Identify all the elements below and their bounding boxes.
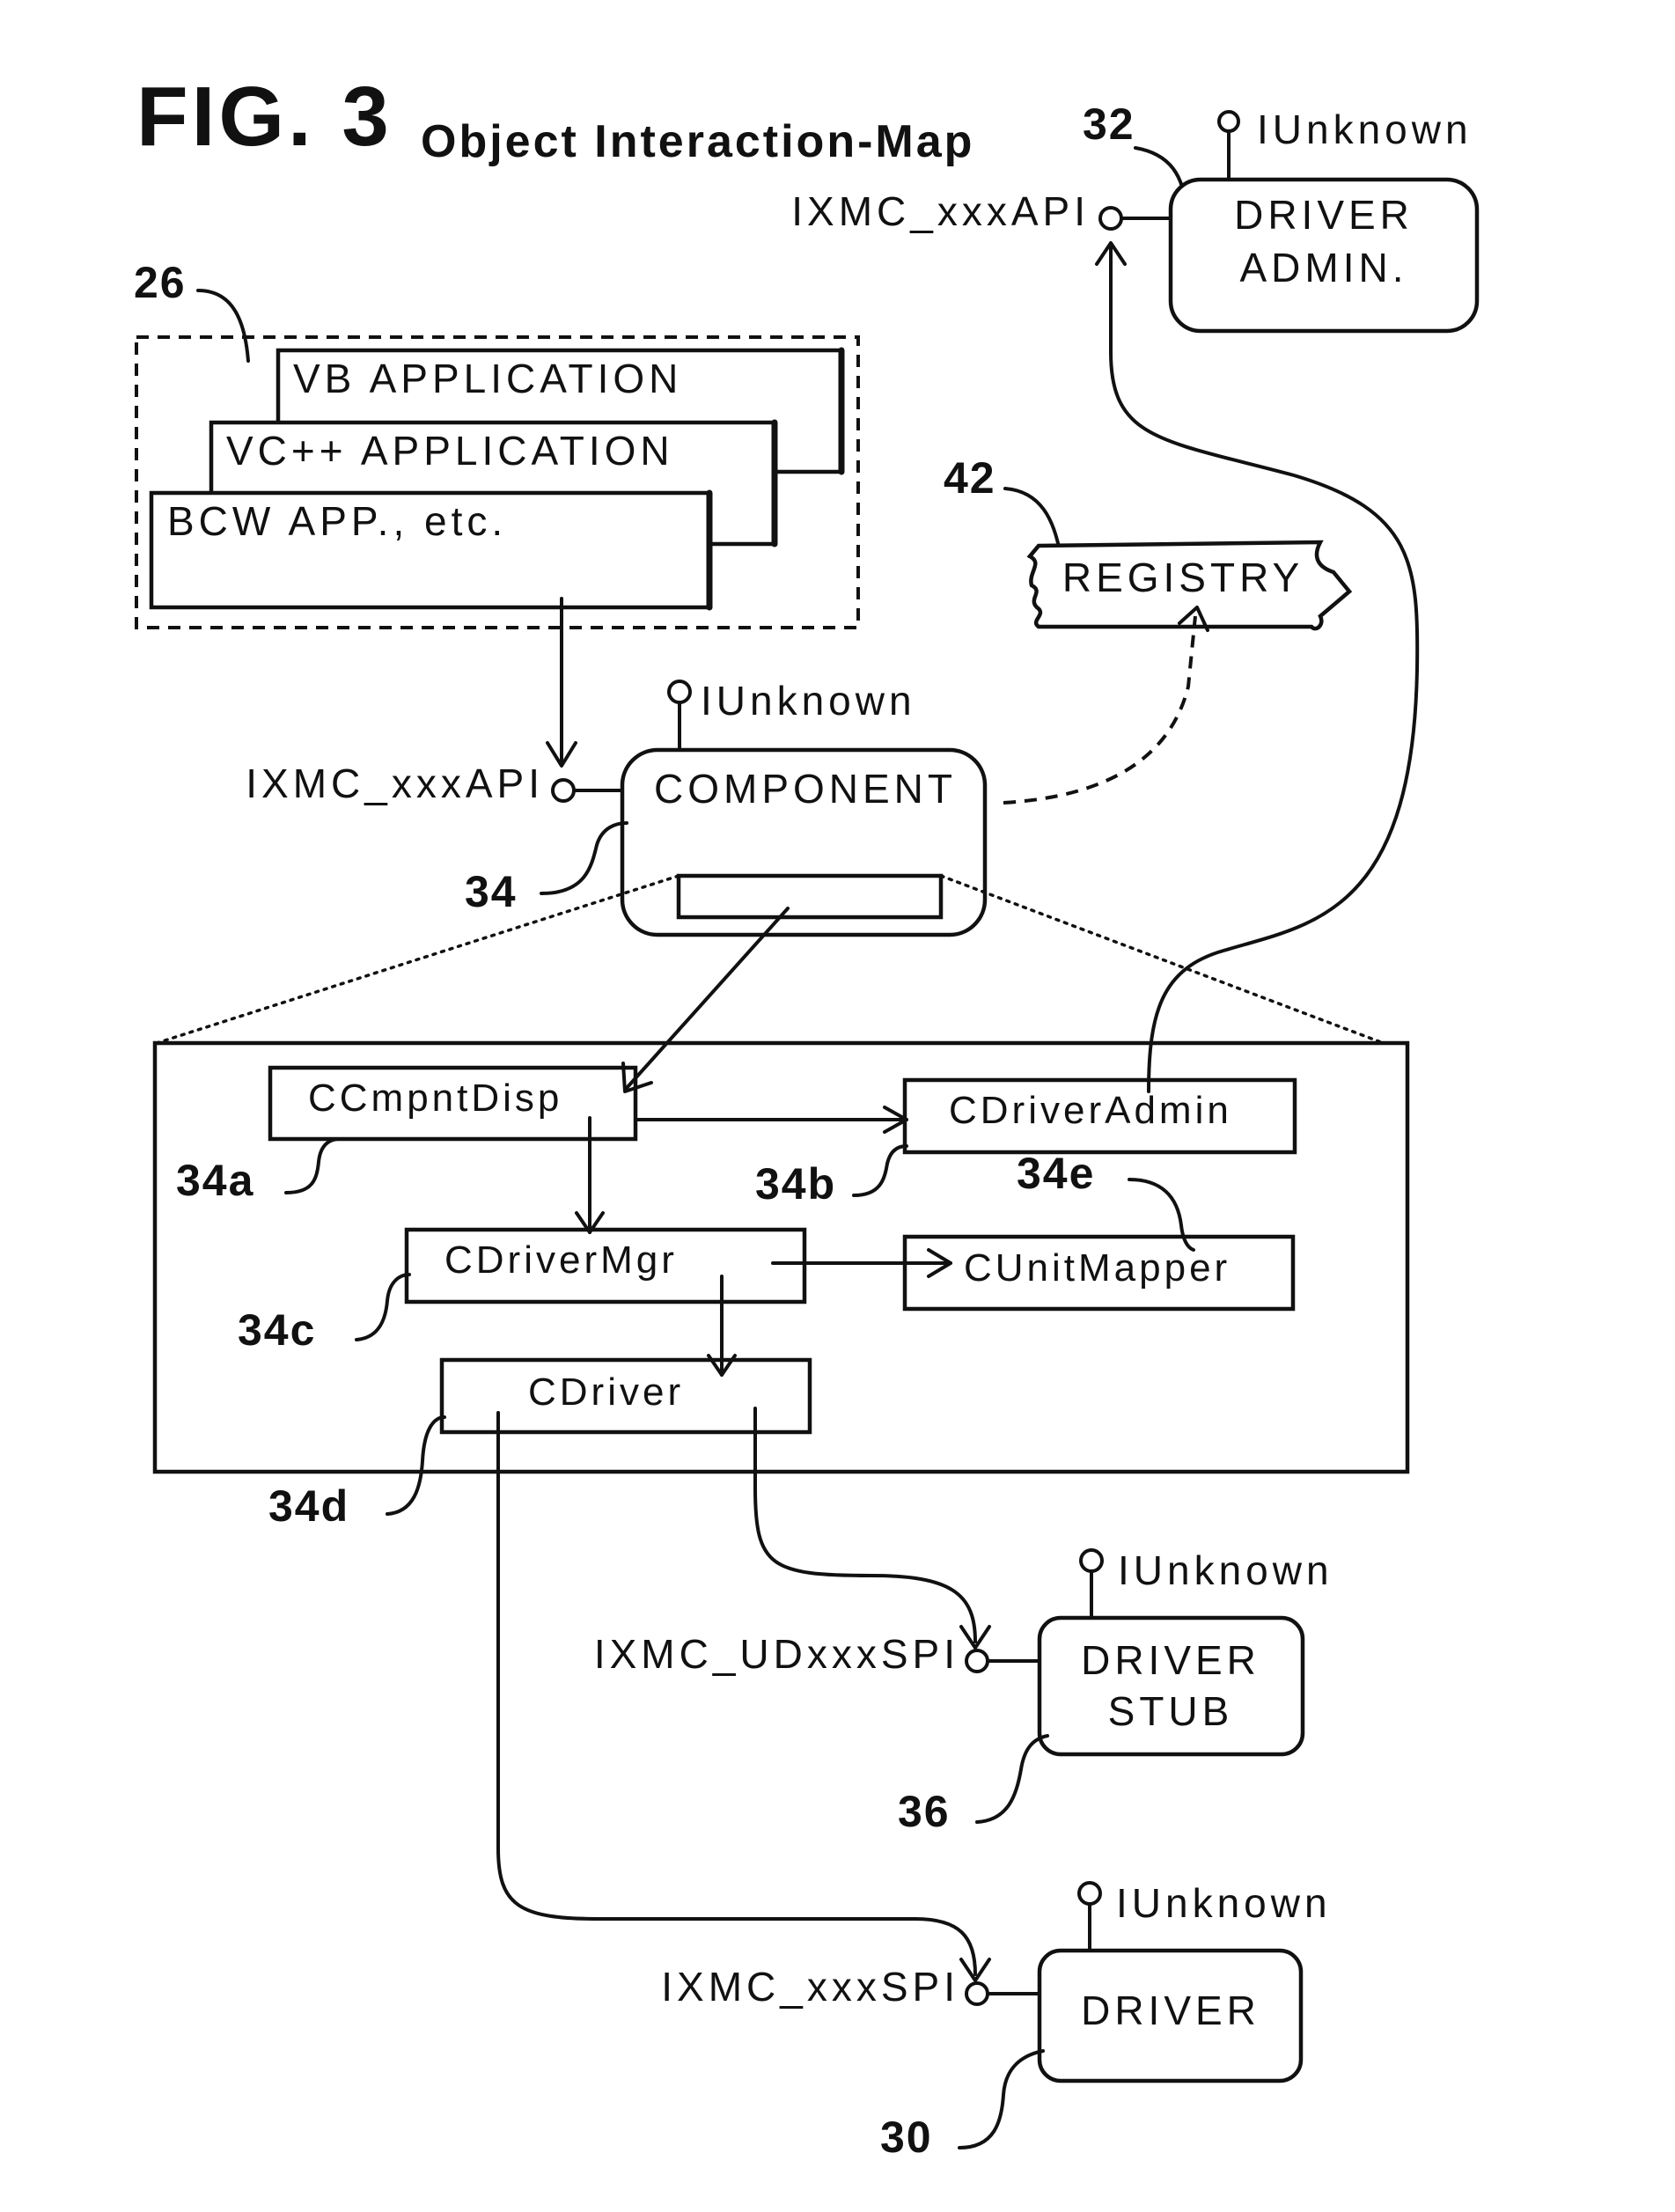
ref-26: 26 bbox=[134, 258, 187, 307]
class-cunitmapper-label: CUnitMapper bbox=[964, 1246, 1231, 1290]
driver-admin-iunknown-icon bbox=[1219, 112, 1238, 131]
app-bcw-label: BCW APP., etc. bbox=[167, 498, 507, 544]
ref-34b: 34b bbox=[755, 1159, 836, 1209]
ref-42: 42 bbox=[944, 453, 996, 503]
driver-stub-spi-icon bbox=[966, 1650, 988, 1672]
class-ccmpntdisp-label: CCmpntDisp bbox=[308, 1077, 562, 1120]
driver-admin-label-2: ADMIN. bbox=[1240, 245, 1408, 290]
app-vb-label: VB APPLICATION bbox=[293, 356, 682, 401]
ref-34: 34 bbox=[465, 867, 518, 916]
ref-34d: 34d bbox=[268, 1481, 349, 1531]
component-iunknown-label: IUnknown bbox=[701, 678, 916, 724]
component-label: COMPONENT bbox=[654, 766, 957, 812]
driver-stub-iunknown-icon bbox=[1081, 1550, 1102, 1571]
figure-number: FIG. 3 bbox=[136, 70, 393, 164]
driver-stub-label-2: STUB bbox=[1108, 1688, 1234, 1734]
driver-stub-spi-label: IXMC_UDxxxSPI bbox=[594, 1631, 959, 1677]
component-iunknown-icon bbox=[669, 681, 690, 702]
driver-spi-icon bbox=[966, 1983, 988, 2004]
ref-34c: 34c bbox=[238, 1305, 316, 1355]
leader-34 bbox=[541, 823, 627, 893]
app-vcpp-label: VC++ APPLICATION bbox=[226, 428, 674, 474]
driver-admin-api-label: IXMC_xxxAPI bbox=[791, 188, 1090, 234]
driver-admin-label-1: DRIVER bbox=[1234, 192, 1414, 238]
driver-iunknown-label: IUnknown bbox=[1116, 1880, 1332, 1926]
driver-admin-iunknown-label: IUnknown bbox=[1257, 107, 1473, 152]
driver-spi-label: IXMC_xxxSPI bbox=[661, 1964, 959, 2010]
expansion-line-left bbox=[157, 876, 679, 1043]
figure-title: Object Interaction-Map bbox=[421, 116, 974, 167]
ref-30: 30 bbox=[880, 2113, 933, 2162]
ref-34e: 34e bbox=[1017, 1149, 1095, 1198]
ref-34a: 34a bbox=[176, 1156, 254, 1205]
driver-stub-label-1: DRIVER bbox=[1081, 1637, 1260, 1683]
ref-32: 32 bbox=[1083, 99, 1135, 149]
leader-26 bbox=[198, 290, 248, 361]
component-inner-box bbox=[679, 876, 941, 917]
component-to-registry-arrow bbox=[1003, 616, 1195, 803]
class-cdriveradmin-label: CDriverAdmin bbox=[949, 1089, 1232, 1132]
driver-stub-iunknown-label: IUnknown bbox=[1118, 1547, 1333, 1593]
cdriveradmin-to-driveradmin-arrow bbox=[1111, 245, 1417, 1091]
class-cdrivermgr-label: CDriverMgr bbox=[444, 1238, 678, 1282]
driver-admin-api-icon bbox=[1100, 208, 1121, 229]
driver-label: DRIVER bbox=[1081, 1988, 1260, 2033]
cdriver-to-driver-arrow bbox=[498, 1413, 975, 1974]
ref-36: 36 bbox=[898, 1787, 951, 1836]
driver-iunknown-icon bbox=[1079, 1883, 1100, 1904]
component-api-icon bbox=[553, 780, 574, 801]
expansion-line-right bbox=[941, 876, 1407, 1052]
component-api-label: IXMC_xxxAPI bbox=[246, 761, 544, 806]
class-cdriver-label: CDriver bbox=[528, 1371, 684, 1414]
registry-label: REGISTRY bbox=[1062, 555, 1304, 600]
